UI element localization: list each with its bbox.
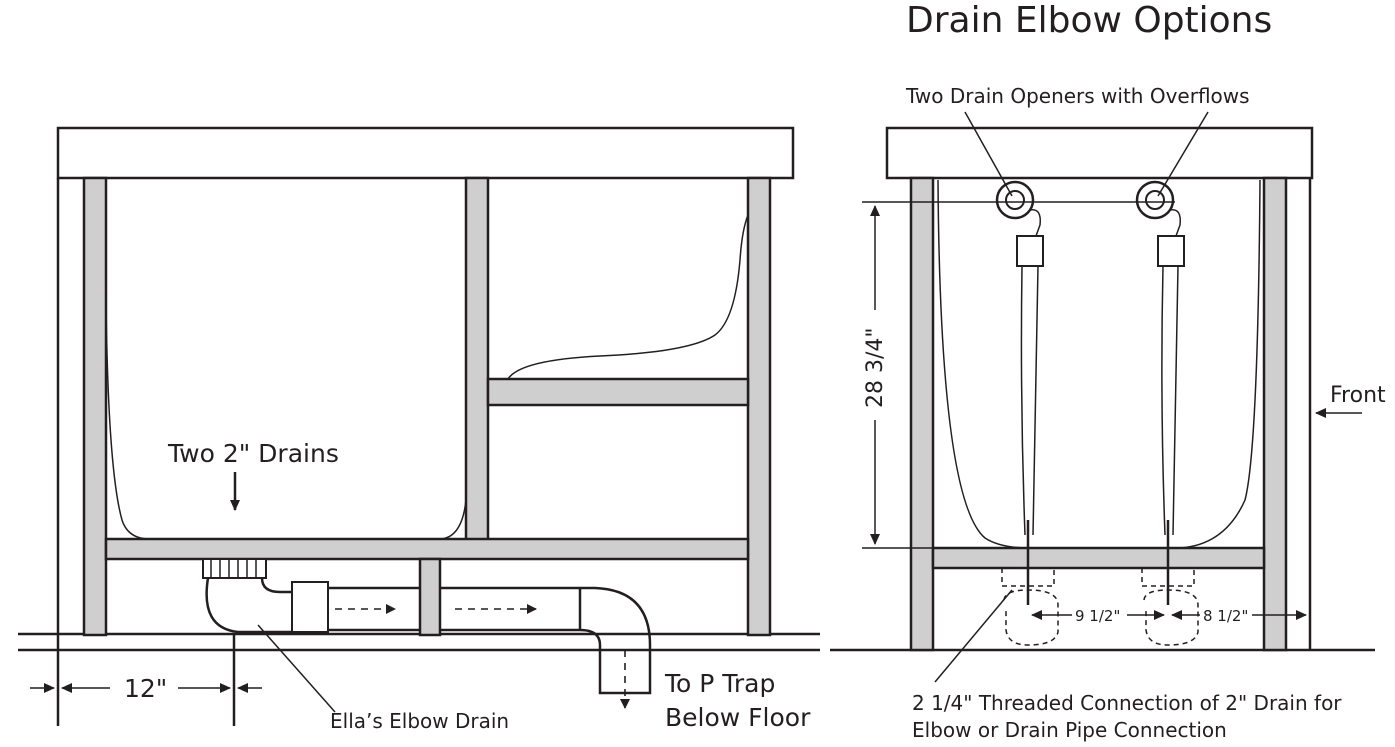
frame-stud-end-left — [909, 176, 935, 652]
conn-label-line2: Elbow or Drain Pipe Connection — [912, 718, 1227, 742]
frame-post-short — [418, 557, 442, 637]
diagram-title: Drain Elbow Options — [906, 0, 1272, 41]
dashed-fitting-2 — [1141, 567, 1199, 646]
frame-stud-end-right — [1262, 176, 1288, 652]
frame-stud-left — [82, 176, 108, 637]
openers-label: Two Drain Openers with Overflows — [905, 84, 1250, 108]
overflow-opener-1 — [995, 180, 1044, 605]
frame-rail-bottom — [104, 537, 750, 561]
dashed-fitting-1 — [1001, 567, 1059, 646]
tub-deck-end — [885, 126, 1314, 180]
p-trap-bend — [579, 586, 652, 695]
conn-label-line1: 2 1/4" Threaded Connection of 2" Drain f… — [912, 691, 1342, 715]
frame-rail-seat — [486, 377, 750, 407]
dim-a-label: 9 1/2" — [1075, 607, 1120, 625]
openers-leader-right — [1157, 111, 1209, 197]
tub-deck — [56, 126, 795, 180]
elbow-pipe — [205, 577, 292, 634]
drains-label: Two 2" Drains — [167, 439, 339, 468]
ptrap-label-line1: To P Trap — [664, 669, 775, 698]
drain-fitting — [202, 558, 267, 579]
frame-rail-end-bottom — [931, 546, 1266, 570]
width-label: 12" — [124, 674, 167, 703]
frame-stud-middle — [464, 176, 490, 542]
side-view: Two 2" Drains Ella’s Elbow Drain To P Tr… — [18, 126, 820, 733]
tub-basin-end — [937, 179, 1261, 549]
dim-b-label: 8 1/2" — [1203, 607, 1248, 625]
elbow-leader — [257, 624, 336, 713]
end-view: Drain Elbow Options — [830, 0, 1386, 742]
overflow-opener-2 — [1135, 180, 1185, 605]
height-label: 28 3/4" — [863, 327, 888, 408]
elbow-label: Ella’s Elbow Drain — [330, 709, 509, 733]
pipe-coupling — [291, 581, 329, 633]
ptrap-label-line2: Below Floor — [665, 703, 811, 732]
openers-leader-left — [964, 111, 1013, 197]
conn-leader — [934, 589, 1013, 683]
front-label: Front — [1330, 383, 1386, 408]
seat-contour — [507, 214, 749, 380]
tub-basin-outline — [105, 299, 467, 540]
frame-stud-right — [746, 176, 772, 637]
